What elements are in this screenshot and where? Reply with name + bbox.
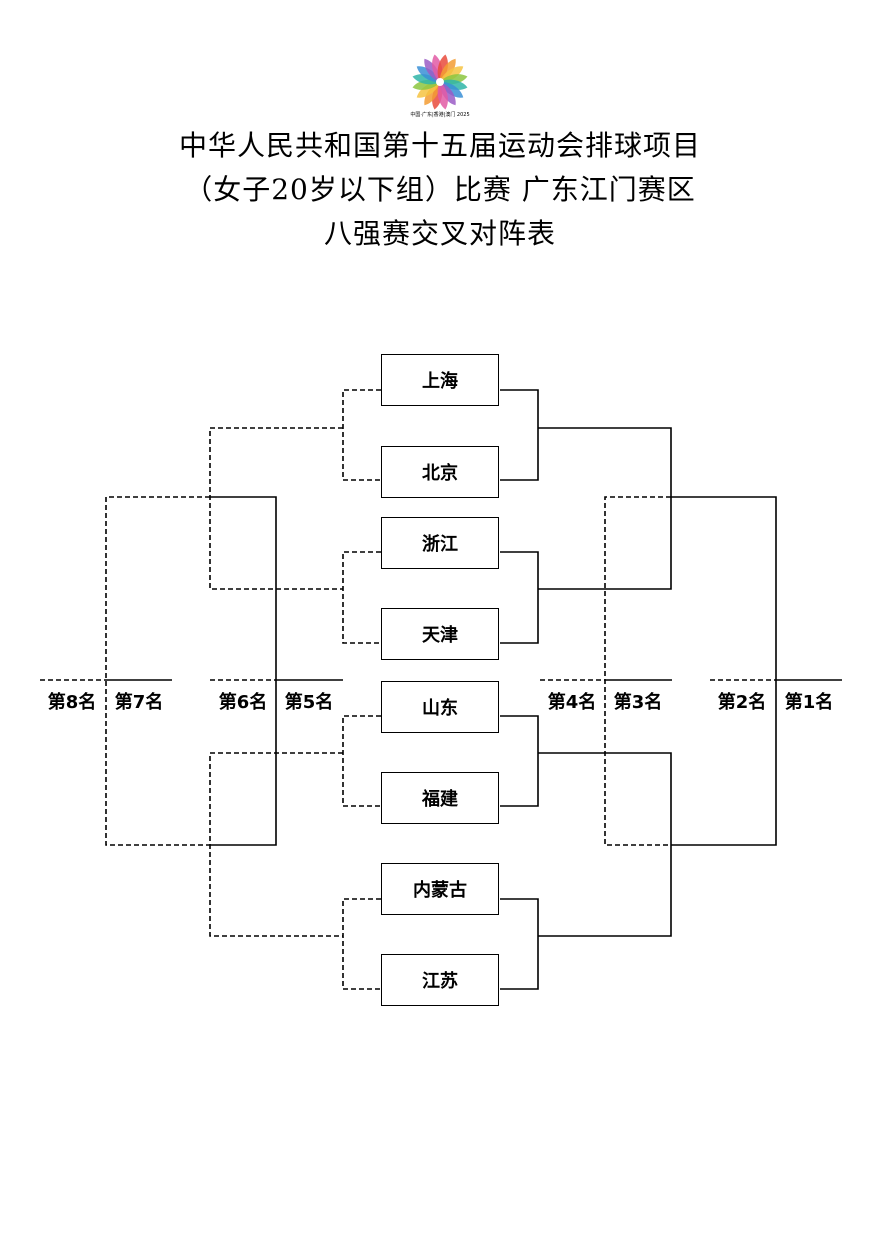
bracket-line <box>342 898 381 990</box>
bracket-line <box>500 898 539 990</box>
team-box: 福建 <box>381 772 499 824</box>
rank-label-5: 第5名 <box>284 692 334 713</box>
team-box: 山东 <box>381 681 499 733</box>
logo-petal <box>437 82 448 110</box>
rank-label-2: 第2名 <box>717 692 767 713</box>
bracket-line <box>604 496 671 846</box>
bracket-line <box>105 496 210 846</box>
bracket-line <box>671 496 777 846</box>
title-line-3: 八强赛交叉对阵表 <box>323 217 556 250</box>
rank-label-3: 第3名 <box>613 692 663 713</box>
logo-center <box>436 78 444 86</box>
rank-label-7: 第7名 <box>114 692 164 713</box>
bracket-line <box>342 715 381 807</box>
team-box: 江苏 <box>381 954 499 1006</box>
bracket-line <box>538 427 672 590</box>
bracket-line <box>500 551 539 644</box>
rank-label-8: 第8名 <box>47 692 97 713</box>
bracket-line <box>342 389 381 481</box>
team-box: 浙江 <box>381 517 499 569</box>
bracket-line <box>342 551 381 644</box>
bracket-line <box>500 389 539 481</box>
team-box: 上海 <box>381 354 499 406</box>
rank-label-1: 第1名 <box>784 692 834 713</box>
bracket-line <box>210 496 277 846</box>
rank-label-4: 第4名 <box>547 692 597 713</box>
title-line-1: 中华人民共和国第十五届运动会排球项目 <box>178 129 701 162</box>
team-box: 内蒙古 <box>381 863 499 915</box>
games-logo-icon: 中国·广东|香港|澳门 2025 <box>410 54 470 118</box>
logo-text: 中国·广东|香港|澳门 2025 <box>410 111 469 118</box>
title-line-2: （女子20岁以下组）比赛 广东江门赛区 <box>184 173 696 206</box>
title-block: 中华人民共和国第十五届运动会排球项目 （女子20岁以下组）比赛 广东江门赛区 八… <box>0 124 880 256</box>
team-box: 天津 <box>381 608 499 660</box>
rank-label-6: 第6名 <box>218 692 268 713</box>
team-box: 北京 <box>381 446 499 498</box>
bracket-line <box>500 715 539 807</box>
